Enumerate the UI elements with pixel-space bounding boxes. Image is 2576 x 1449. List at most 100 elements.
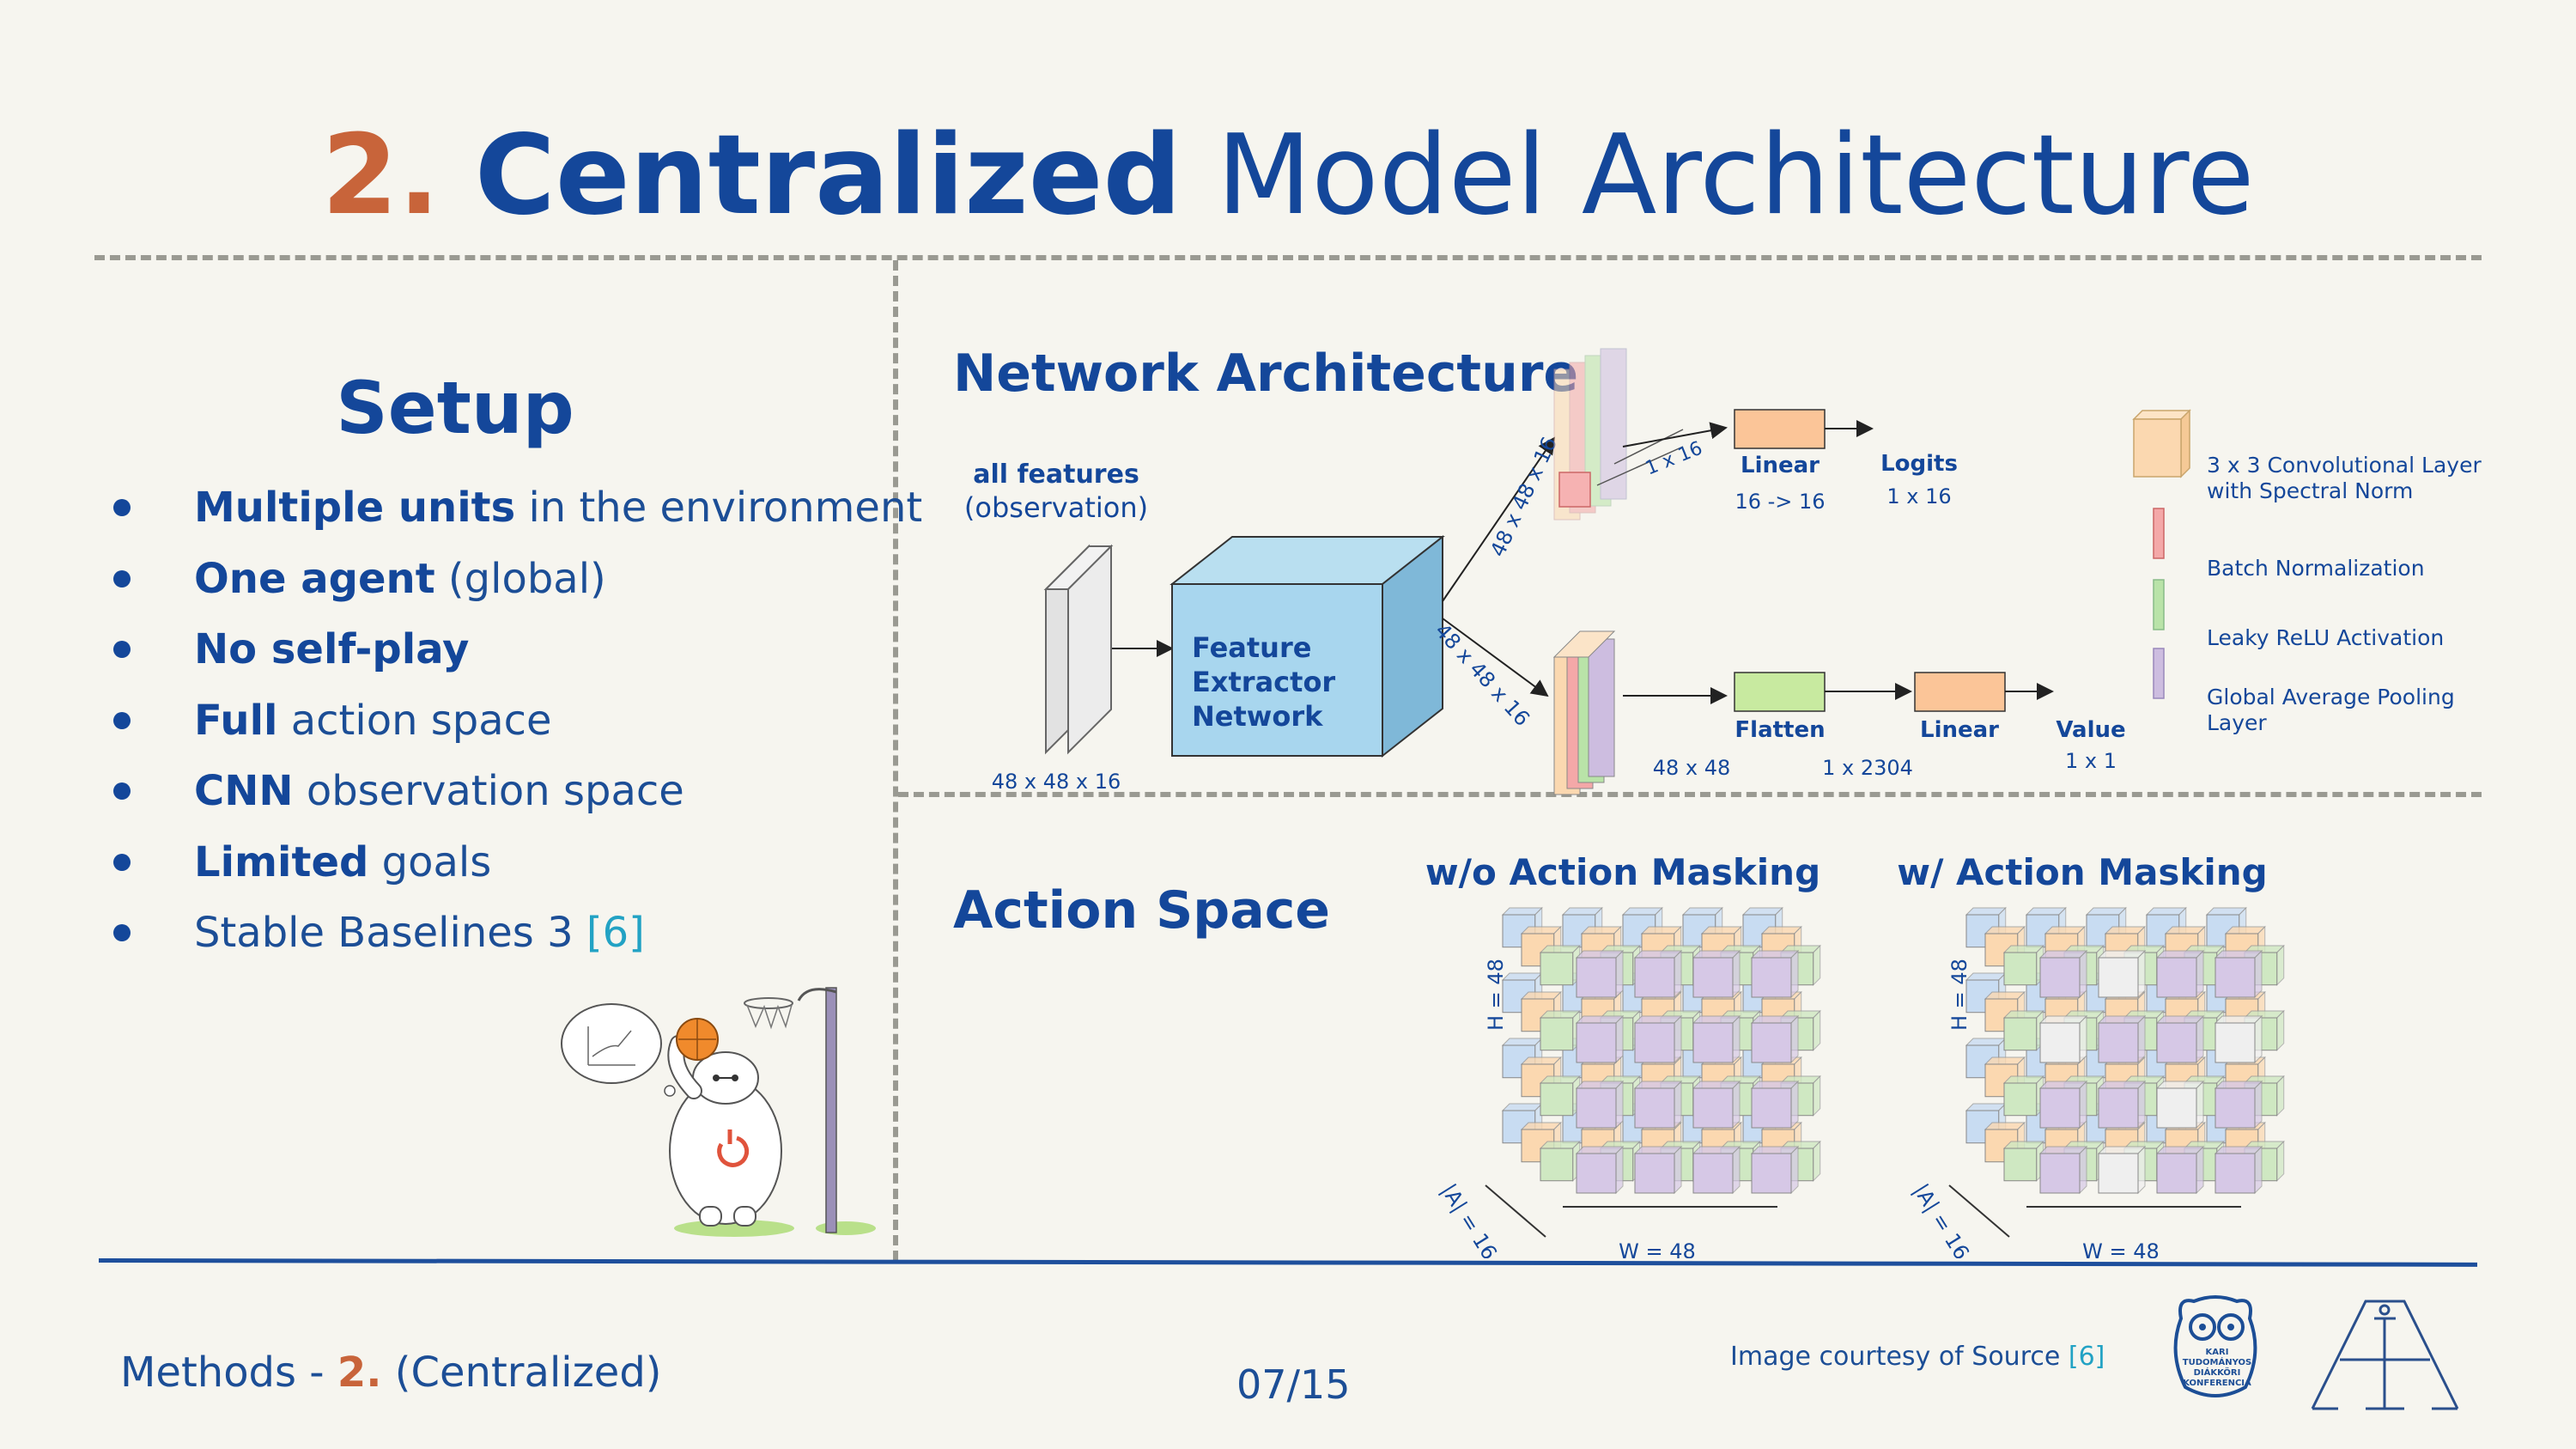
bullet-icon: [113, 924, 131, 941]
action-cube: [2214, 1014, 2263, 1064]
section-divider: [898, 792, 2482, 797]
action-cube: [1575, 1014, 1625, 1064]
action-cube: [1750, 1080, 1800, 1129]
flatten-layer: [1734, 672, 1826, 712]
legend: 3 x 3 Convolutional Layer with Spectral …: [2132, 409, 2482, 735]
action-cube: [2097, 1014, 2147, 1064]
svg-text:KARI: KARI: [2206, 1348, 2229, 1357]
column-divider: [893, 260, 898, 1261]
action-cube: [1633, 1080, 1683, 1129]
action-cube-back: [1965, 906, 2007, 948]
action-cube: [2038, 1080, 2088, 1129]
action-cube: [1575, 949, 1625, 999]
setup-item: Stable Baselines 3 [6]: [103, 902, 922, 973]
pooled-vector: [1558, 472, 1591, 508]
bullet-icon: [113, 641, 131, 658]
action-cube-back: [1984, 1056, 2026, 1098]
basketball-robot-illustration: [561, 987, 876, 1237]
title-rest: Model Architecture: [1216, 112, 2255, 240]
flatten-out-label: 1 x 2304: [1822, 756, 1913, 780]
action-cube: [2038, 949, 2088, 999]
input-dim-label: 48 x 48 x 16: [992, 770, 1121, 794]
svg-text:DIÁKKÖRI: DIÁKKÖRI: [2194, 1366, 2241, 1378]
linear2-label: Linear: [1920, 717, 1999, 743]
action-cube-back: [1539, 944, 1581, 986]
legend-leakyrelu-label: Leaky ReLU Activation: [2207, 625, 2444, 650]
height-label-left: H = 48: [1484, 959, 1508, 1031]
action-grid-masked: [1965, 906, 2285, 1195]
title-bold: Centralized: [474, 112, 1182, 240]
action-cube: [1575, 1080, 1625, 1129]
bullet-icon: [113, 499, 131, 516]
setup-list: Multiple units in the environment One ag…: [103, 477, 922, 973]
svg-text:TUDOMÁNYOS: TUDOMÁNYOS: [2183, 1356, 2251, 1367]
input-sublabel: (observation): [964, 491, 1148, 524]
courtesy-citation[interactable]: [6]: [2068, 1342, 2105, 1372]
setup-item: One agent (global): [103, 548, 922, 619]
bullet-icon: [113, 782, 131, 800]
image-courtesy: Image courtesy of Source [6]: [1730, 1342, 2105, 1372]
action-cube: [2214, 949, 2263, 999]
action-cube: [1633, 1145, 1683, 1195]
feature-extractor-label-2: Extractor: [1192, 666, 1335, 698]
citation-link[interactable]: [6]: [586, 909, 645, 957]
flatten-label: Flatten: [1735, 717, 1825, 743]
title-number: 2.: [321, 112, 440, 240]
pool-dim-label: 1 x 16: [1643, 438, 1705, 480]
bullet-icon: [113, 853, 131, 871]
with-masking-title: w/ Action Masking: [1897, 851, 2267, 893]
action-cube: [1750, 949, 1800, 999]
linear-layer-1: [1734, 409, 1826, 449]
height-label-right: H = 48: [1947, 959, 1971, 1031]
action-cube-back: [2002, 1075, 2044, 1117]
setup-item: CNN observation space: [103, 760, 922, 831]
action-cube-back: [1539, 1075, 1581, 1117]
action-cube: [2155, 1080, 2205, 1129]
tdk-owl-logo: KARI TUDOMÁNYOS DIÁKKÖRI KONFERENCIA: [2173, 1295, 2257, 1397]
linear1-dim-label: 16 -> 16: [1735, 490, 1825, 514]
action-cube: [1633, 949, 1683, 999]
value-label: Value: [2056, 717, 2125, 743]
setup-item: Full action space: [103, 690, 922, 761]
action-cube-back: [2002, 944, 2044, 986]
action-cube: [2038, 1014, 2088, 1064]
legend-swatch-leakyrelu: [2153, 579, 2165, 630]
action-cube: [2214, 1080, 2263, 1129]
action-cube: [1692, 1014, 1741, 1064]
flatten-in-label: 48 x 48: [1653, 756, 1731, 780]
bullet-icon: [113, 711, 131, 729]
conv-stack-bottom: [1552, 630, 1616, 795]
action-space-diagram: w/o Action Masking w/ Action Masking H =…: [1425, 851, 2285, 1258]
action-cube: [1692, 1080, 1741, 1129]
setup-item: Limited goals: [103, 831, 922, 903]
network-heading: Network Architecture: [953, 344, 1579, 404]
action-cube-back: [2002, 1140, 2044, 1182]
legend-swatch-batchnorm: [2153, 508, 2165, 559]
feature-extractor-block: [1170, 534, 1445, 758]
action-cube: [1575, 1145, 1625, 1195]
legend-batchnorm-label: Batch Normalization: [2207, 556, 2425, 581]
setup-heading: Setup: [336, 366, 574, 450]
action-cube: [1633, 1014, 1683, 1064]
title-divider: [94, 255, 2482, 260]
action-cube: [2097, 949, 2147, 999]
setup-item: No self-play: [103, 618, 922, 690]
action-cube: [1750, 1145, 1800, 1195]
page-number: 07/15: [1236, 1361, 1351, 1408]
footer-divider: [98, 1258, 2478, 1267]
legend-pooling-label-1: Global Average Pooling: [2207, 685, 2455, 709]
linear-layer-2: [1914, 672, 2006, 712]
linear1-label: Linear: [1741, 453, 1820, 478]
actions-label-right: |A| = 16: [1909, 1179, 1974, 1258]
action-cube: [2097, 1145, 2147, 1195]
action-cube: [2097, 1080, 2147, 1129]
branch-top-label: 48 x 48 x 16: [1485, 433, 1562, 560]
setup-item: Multiple units in the environment: [103, 477, 922, 548]
logits-label: Logits: [1880, 451, 1958, 477]
action-cube: [2155, 1145, 2205, 1195]
feature-extractor-label-3: Network: [1192, 700, 1323, 733]
legend-swatch-pooling: [2153, 648, 2165, 699]
legend-swatch-conv: [2132, 409, 2191, 478]
action-cube: [1692, 1145, 1741, 1195]
action-cube: [2214, 1145, 2263, 1195]
